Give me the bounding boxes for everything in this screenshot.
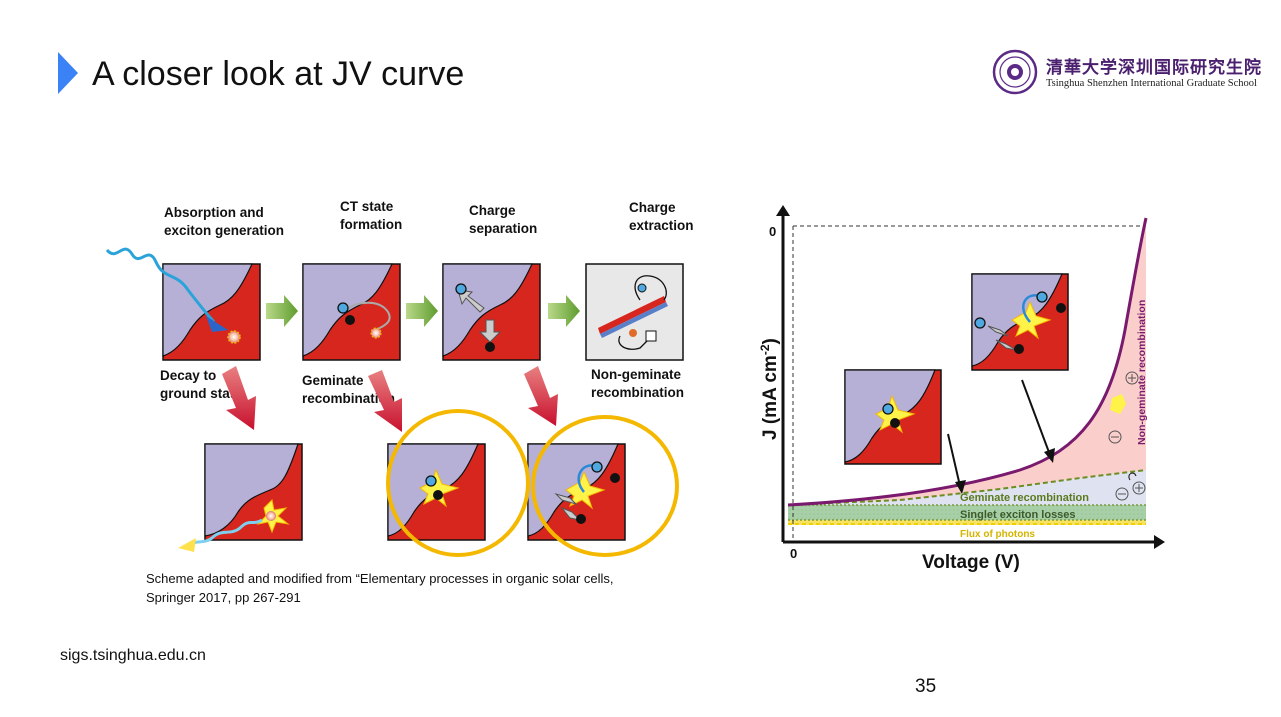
box-decay	[178, 443, 303, 552]
band-singlet-label: Singlet exciton losses	[960, 509, 1076, 521]
band-nongeminate-fill	[788, 218, 1146, 505]
jv-curve-plot: Geminate recombination Singlet exciton l…	[758, 205, 1165, 573]
label-charge-separation: Charge separation	[469, 203, 538, 236]
box-non-geminate	[527, 443, 626, 541]
inset-nongeminate	[971, 273, 1069, 371]
label-geminate: Geminate recombination	[302, 373, 396, 406]
caption-line-2: Springer 2017, pp 267-291	[146, 590, 301, 605]
arrow-3-icon	[548, 295, 580, 327]
footer-website: sigs.tsinghua.edu.cn	[60, 647, 206, 664]
tsinghua-seal-icon	[992, 49, 1038, 95]
box-absorption	[105, 247, 261, 361]
process-scheme	[105, 247, 684, 557]
band-flux-fill	[788, 520, 1146, 525]
logo-name-en: Tsinghua Shenzhen International Graduate…	[1046, 78, 1257, 89]
red-arrow-geminate-icon	[368, 370, 402, 432]
box-geminate	[387, 443, 486, 541]
red-arrow-nongeminate-icon	[524, 366, 558, 426]
caption-line-1: Scheme adapted and modified from “Elemen…	[146, 571, 614, 586]
inset-geminate	[844, 369, 942, 465]
jv-curve-line	[787, 217, 1148, 507]
y-zero-label: 0	[769, 224, 776, 239]
origin-label: 0	[790, 546, 797, 561]
title-arrow-icon	[58, 52, 78, 94]
box-ct-state	[302, 263, 401, 361]
label-non-geminate: Non-geminate recombination	[591, 367, 685, 400]
label-absorption: Absorption and exciton generation	[164, 205, 285, 238]
red-arrow-decay-icon	[222, 366, 256, 430]
nongeminate-charges-icon	[1108, 371, 1146, 501]
band-flux-label: Flux of photons	[960, 529, 1035, 540]
band-geminate-label: Geminate recombination	[960, 492, 1089, 504]
y-axis-label: J (mA cm-2)	[758, 338, 781, 440]
arrow-2-icon	[406, 295, 438, 327]
box-charge-extraction	[585, 263, 684, 361]
label-charge-extraction: Charge extraction	[629, 200, 694, 233]
scheme-caption: Scheme adapted and modified from “Elemen…	[146, 569, 706, 607]
box-charge-separation	[442, 263, 541, 361]
x-axis-label: Voltage (V)	[922, 552, 1020, 573]
arrow-1-icon	[266, 295, 298, 327]
page-number: 35	[915, 676, 937, 697]
highlight-circle-nongeminate	[531, 415, 679, 557]
band-nongeminate-label: Non-geminate recombination	[1136, 300, 1148, 445]
logo-name-cn: 清華大学深圳国际研究生院	[1046, 58, 1262, 78]
band-geminate-fill	[788, 470, 1146, 505]
highlight-circle-geminate	[386, 409, 530, 557]
page-title: A closer look at JV curve	[92, 55, 465, 93]
label-ct-state: CT state formation	[340, 199, 403, 232]
